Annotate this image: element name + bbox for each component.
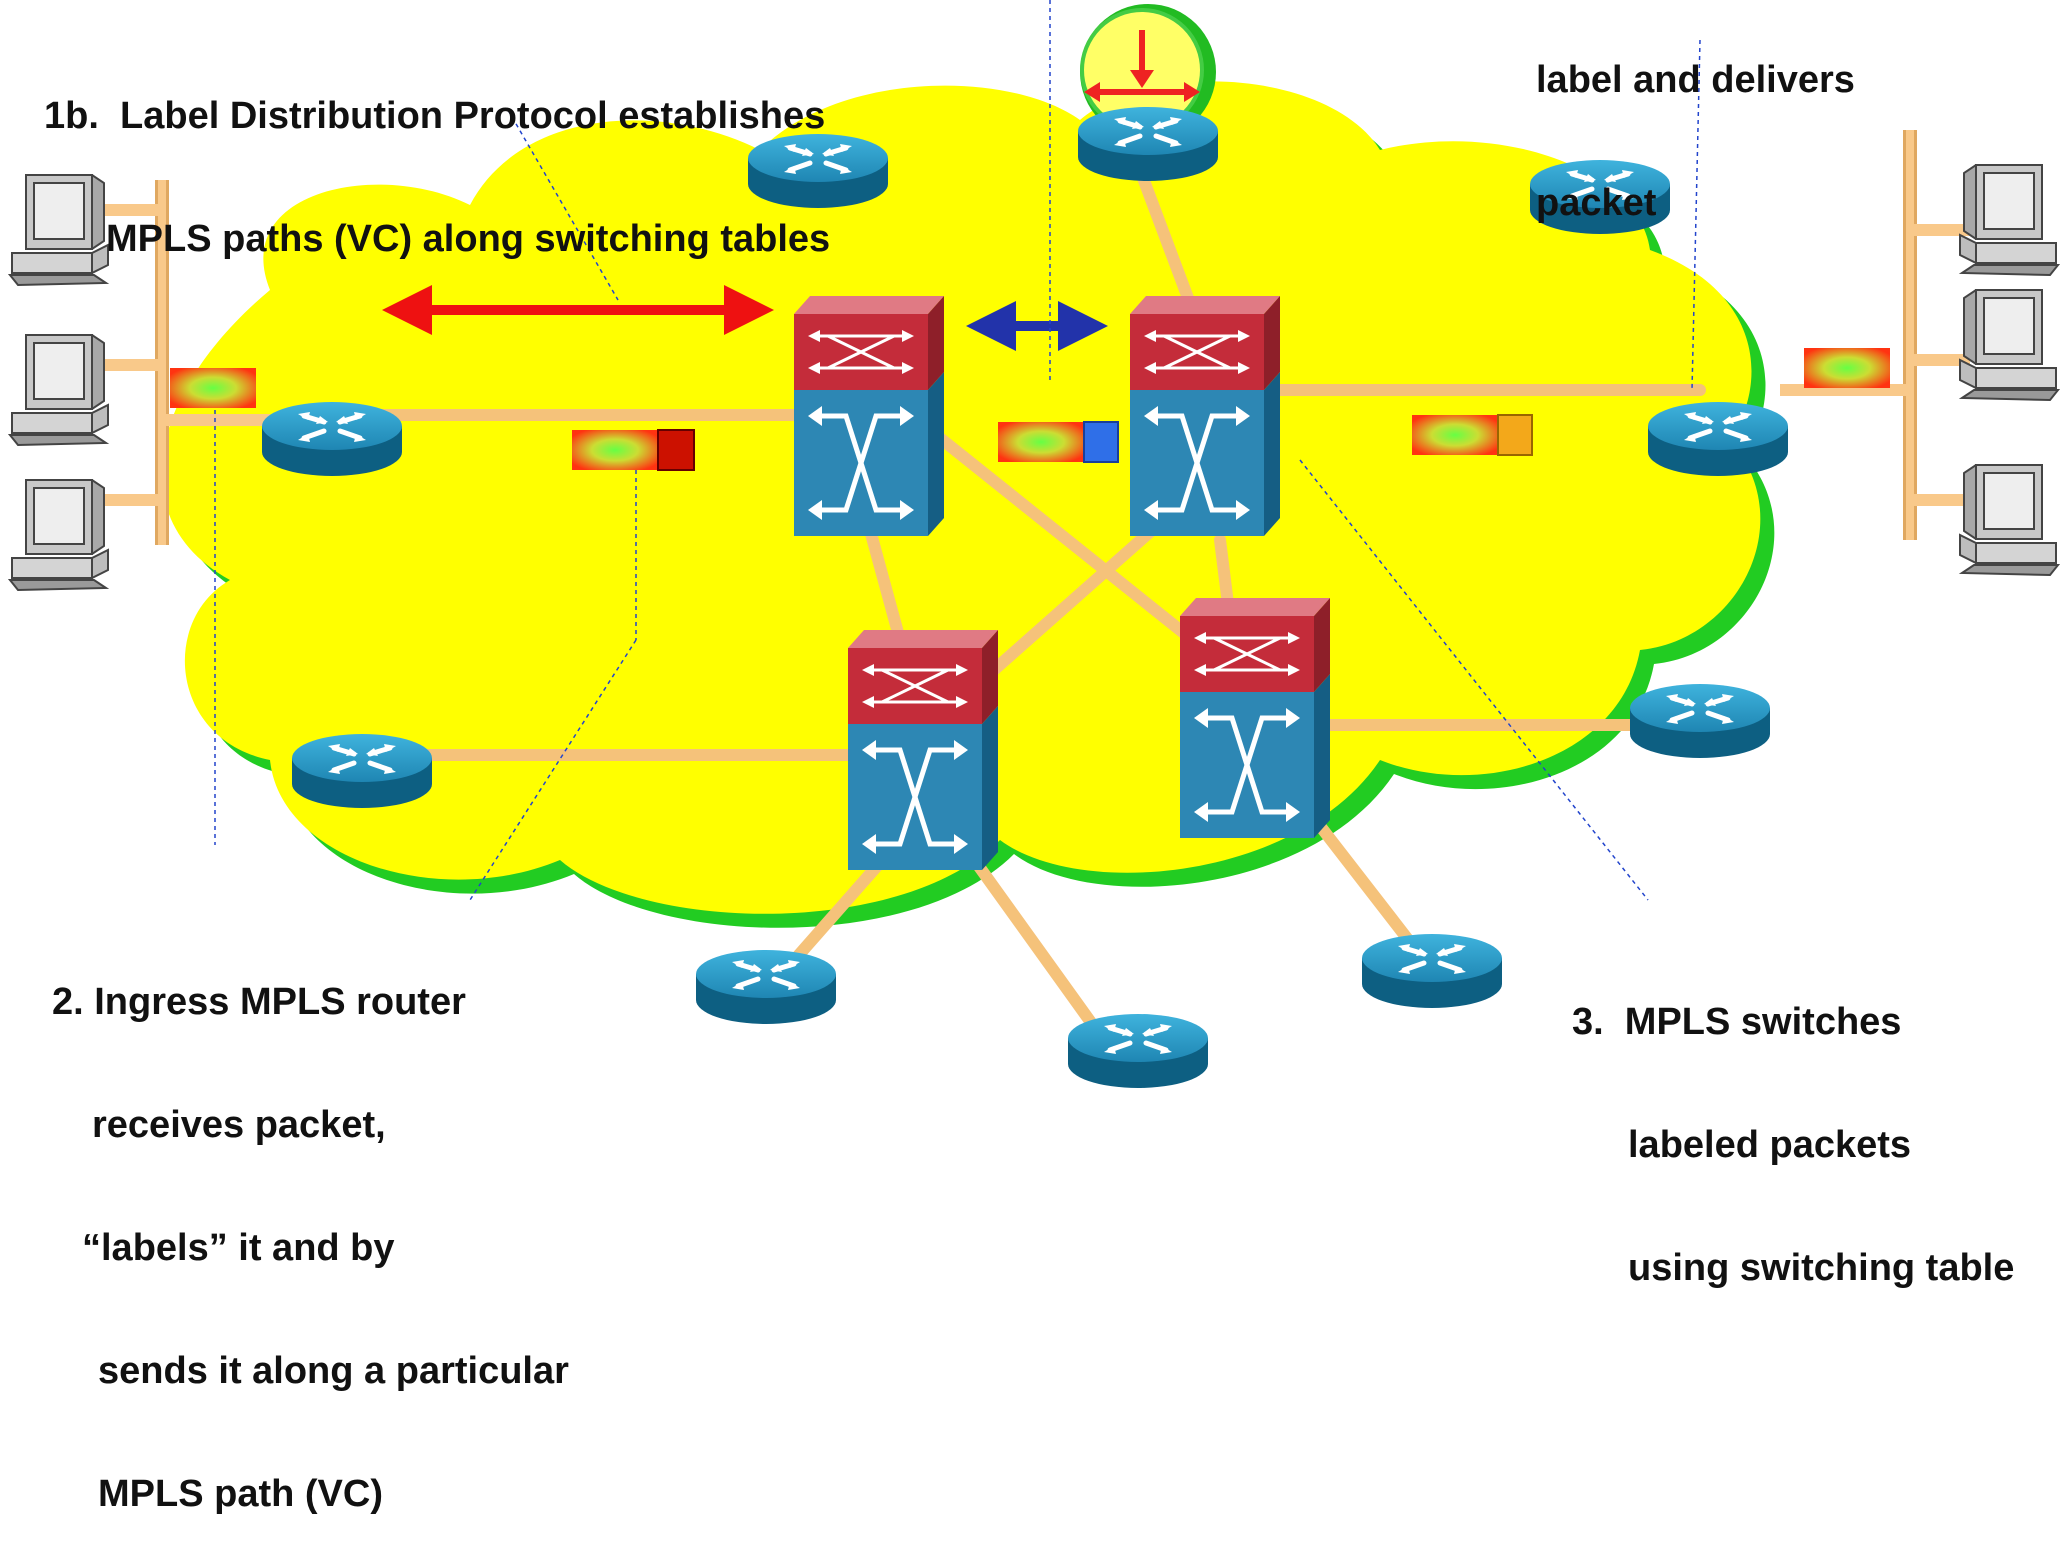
switching-annotation: 3. MPLS switches labeled packets using s… <box>1572 920 2014 1330</box>
ingress-annotation-line: “labels” it and by <box>82 1227 395 1269</box>
packet-icon <box>1412 415 1498 455</box>
workstation-icon <box>1960 465 2058 575</box>
ldp-annotation: 1b. Label Distribution Protocol establis… <box>44 14 830 301</box>
label-icon <box>1497 414 1533 456</box>
ldp-annotation-line: 1b. Label Distribution Protocol establis… <box>44 95 826 137</box>
ingress-annotation-line: sends it along a particular <box>98 1350 569 1392</box>
mpls-switch-icon <box>1180 598 1330 838</box>
router-icon <box>262 402 402 476</box>
label-icon <box>1083 421 1119 463</box>
router-icon <box>1078 107 1218 181</box>
workstation-icon <box>9 334 109 446</box>
callout-lines <box>214 0 1701 901</box>
ingress-annotation-line: MPLS path (VC) <box>98 1473 383 1515</box>
router-icon <box>1362 934 1502 1008</box>
workstation-icon <box>9 479 109 591</box>
packet-icon <box>998 422 1084 462</box>
ingress-annotation-line: 2. Ingress MPLS router <box>52 981 466 1023</box>
router-icon <box>696 950 836 1024</box>
egress-annotation-line: label and delivers <box>1536 59 1855 101</box>
mpls-switch-icon <box>1130 296 1280 536</box>
router-icon <box>1068 1014 1208 1088</box>
egress-annotation: label and delivers packet <box>1536 0 1855 265</box>
switching-annotation-line: labeled packets <box>1628 1124 1912 1166</box>
router-icon <box>292 734 432 808</box>
right-lan <box>1780 130 1970 540</box>
mpls-network-diagram <box>9 0 2071 1132</box>
switching-annotation-line: using switching table <box>1628 1247 2015 1289</box>
egress-annotation-line: packet <box>1536 182 1657 224</box>
label-icon <box>657 429 695 471</box>
mpls-switch-icon <box>794 296 944 536</box>
egress-highlight <box>1080 4 1216 140</box>
mpls-switch-icon <box>848 630 998 870</box>
packet-icon <box>572 430 658 470</box>
router-icon <box>1648 402 1788 476</box>
ingress-annotation-line: receives packet, <box>92 1104 386 1146</box>
packet-icon <box>1804 348 1890 388</box>
workstation-icon <box>1960 290 2058 400</box>
workstation-icon <box>1960 165 2058 275</box>
packet-icon <box>170 368 256 408</box>
ingress-annotation: 2. Ingress MPLS router receives packet, … <box>52 900 569 1556</box>
ldp-annotation-line: MPLS paths (VC) along switching tables <box>106 218 831 260</box>
switching-annotation-line: 3. MPLS switches <box>1572 1001 1902 1043</box>
router-icon <box>1630 684 1770 758</box>
